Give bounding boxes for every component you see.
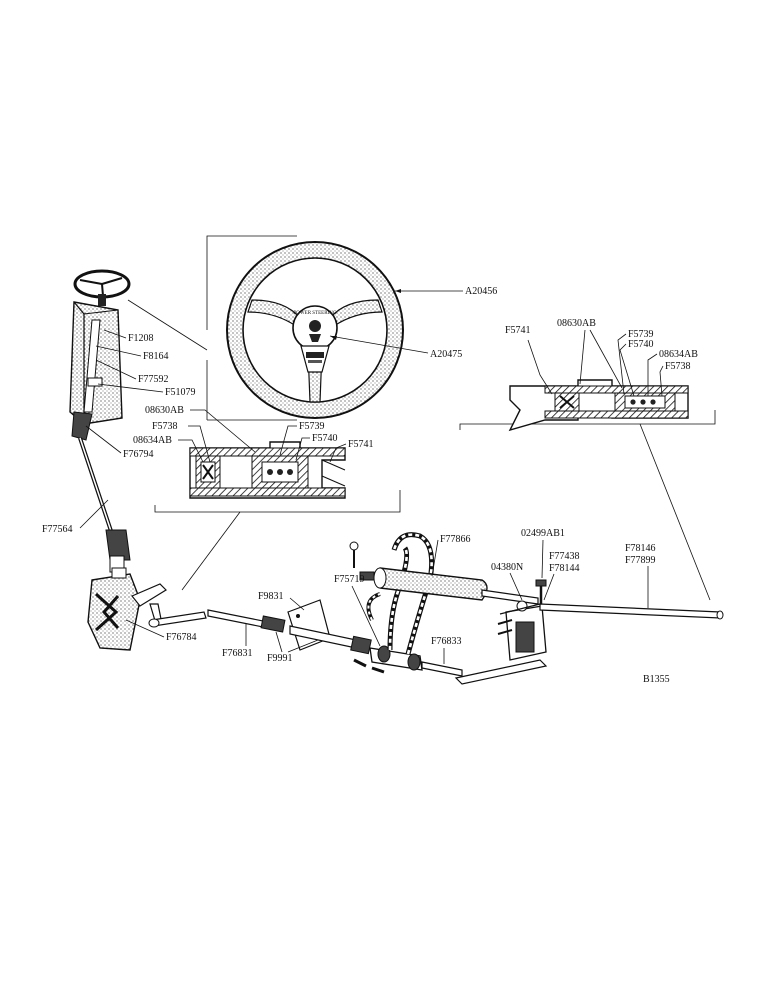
label-F9991: F9991 xyxy=(267,653,293,664)
label-02499AB1: 02499AB1 xyxy=(521,528,565,539)
label-F5740-left: F5740 xyxy=(312,433,338,444)
right-cutaway-detail: F5741 08630AB F5739 F5740 08634AB F5738 xyxy=(459,318,716,601)
label-08634AB-right: 08634AB xyxy=(659,349,698,360)
label-08630AB-right: 08630AB xyxy=(557,318,596,329)
label-F77564: F77564 xyxy=(42,524,73,535)
drawing-id: B1355 xyxy=(643,674,670,685)
label-F5740-right: F5740 xyxy=(628,339,654,350)
label-F76784: F76784 xyxy=(166,632,197,643)
label-F1208: F1208 xyxy=(128,333,154,344)
label-F5738-left: F5738 xyxy=(152,421,178,432)
steering-wheel-detail: POWER STEERING A20456 A20475 xyxy=(127,235,497,421)
label-F78144: F78144 xyxy=(549,563,580,574)
steering-column: F1208 F8164 F77592 F51079 F76794 F77564 … xyxy=(42,269,207,651)
tie-rod-left xyxy=(207,609,269,629)
label-F8164: F8164 xyxy=(143,351,169,362)
label-F77592: F77592 xyxy=(138,374,169,385)
label-F76833: F76833 xyxy=(431,636,462,647)
label-A20456: A20456 xyxy=(465,286,497,297)
label-F76831: F76831 xyxy=(222,648,253,659)
label-F76794: F76794 xyxy=(123,449,154,460)
mounting-plate xyxy=(287,599,331,651)
label-F9831: F9831 xyxy=(258,591,284,602)
label-F5741-right: F5741 xyxy=(505,325,531,336)
label-04380N: 04380N xyxy=(491,562,523,573)
label-08630AB-left: 08630AB xyxy=(145,405,184,416)
center-linkage: F76831 F9831 F9991 F75719 F77866 F76833 … xyxy=(207,528,724,685)
label-08634AB-left: 08634AB xyxy=(133,435,172,446)
pitman-arm xyxy=(131,583,167,607)
tie-rod-right xyxy=(539,603,721,619)
label-F5739-right: F5739 xyxy=(628,329,654,340)
label-F77438: F77438 xyxy=(549,551,580,562)
label-A20475: A20475 xyxy=(430,349,462,360)
hub-emblem-text: POWER STEERING xyxy=(294,311,337,316)
label-F5741-left: F5741 xyxy=(348,439,374,450)
left-cutaway-detail: 08630AB F5738 08634AB F5739 F5740 F5741 xyxy=(133,405,401,591)
label-F77866: F77866 xyxy=(440,534,471,545)
label-F5738-right: F5738 xyxy=(665,361,691,372)
label-F5739-left: F5739 xyxy=(299,421,325,432)
label-F75719: F75719 xyxy=(334,574,365,585)
label-F51079: F51079 xyxy=(165,387,196,398)
label-F77899: F77899 xyxy=(625,555,656,566)
label-F78146: F78146 xyxy=(625,543,656,554)
